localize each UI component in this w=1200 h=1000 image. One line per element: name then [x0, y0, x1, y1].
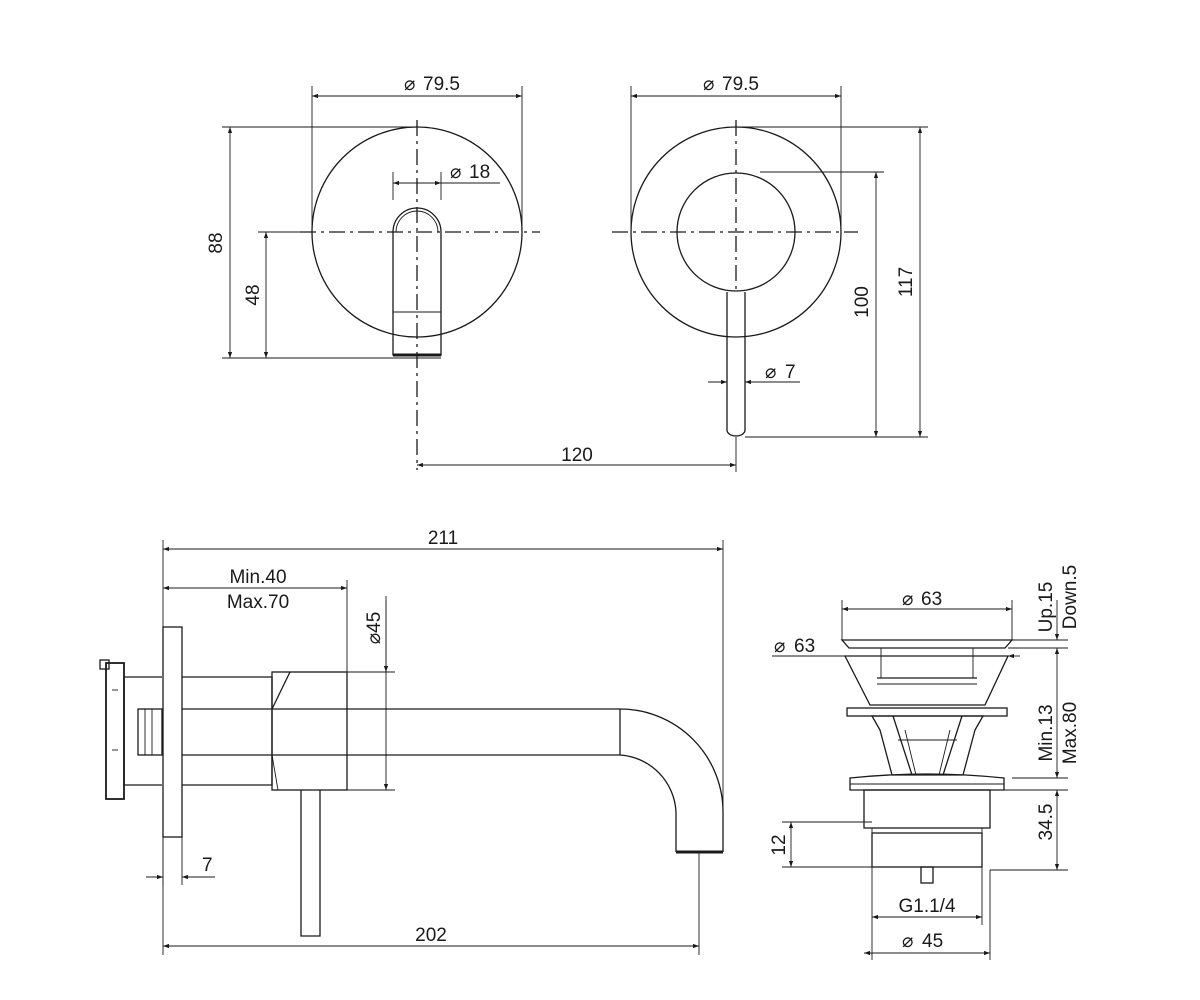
side-body-dia-label: ⌀45	[364, 612, 385, 645]
front-centre-height-label: 48	[243, 284, 264, 305]
side-view: 211 Min.40 Max.70 ⌀45 7 202	[99, 528, 724, 955]
waste-adjust-min-label: Min.13	[1036, 704, 1057, 761]
side-body-dia-value: 45	[364, 612, 385, 633]
side-wall-max-label: Max.70	[227, 592, 289, 613]
side-lever	[300, 790, 321, 937]
rear-plate-dia-label: 79.5	[722, 74, 759, 95]
waste-flange-dia-label: 63	[794, 636, 815, 657]
side-wall-min-label: Min.40	[229, 567, 286, 588]
waste-spring-cage	[870, 715, 985, 776]
side-connector	[137, 708, 163, 756]
waste-flange-dia-symbol: ⌀	[774, 636, 785, 657]
rear-lever-dia-label: 7	[785, 362, 796, 383]
side-plate-thickness-label: 7	[202, 855, 213, 876]
waste-cap-dia-label: 63	[921, 589, 942, 610]
waste-cap	[840, 639, 1014, 649]
waste-cap-dia-symbol: ⌀	[902, 589, 913, 610]
front-height-label: 88	[206, 232, 227, 253]
rear-view: ⌀ 79.5 ⌀ 7 100 117 120	[417, 74, 928, 472]
waste-stroke-down-label: Down.5	[1060, 565, 1081, 629]
front-spout-dia-label: 18	[469, 162, 490, 183]
side-body	[182, 676, 273, 786]
waste-adjust-max-label: Max.80	[1060, 702, 1081, 764]
front-plate-dia-symbol: ⌀	[404, 74, 415, 95]
side-spout-lower	[182, 754, 677, 852]
side-handle-body	[271, 671, 348, 791]
side-wall-box	[105, 662, 125, 800]
waste-body	[863, 789, 991, 829]
waste-view: ⌀ 63 ⌀ 63 Up.15 Down.5 Min.13 Max.80 34.…	[769, 565, 1081, 960]
rear-plate-dia-symbol: ⌀	[703, 74, 714, 95]
side-overall-length-label: 211	[428, 528, 458, 549]
waste-body-upper	[843, 655, 1010, 706]
rear-lever-dia-symbol: ⌀	[765, 362, 776, 383]
side-body-dia-symbol: ⌀	[364, 633, 385, 644]
waste-thread-height-label: 12	[769, 834, 790, 855]
rear-height-100-label: 100	[852, 286, 873, 318]
rear-lever	[726, 292, 746, 437]
front-plate-dia-label: 79.5	[423, 74, 460, 95]
side-spout-upper	[182, 708, 724, 852]
waste-bottom-dia-label: 45	[922, 931, 943, 952]
front-spout-dia-symbol: ⌀	[450, 162, 461, 183]
waste-stroke-up-label: Up.15	[1036, 582, 1057, 633]
waste-thread-label: G1.1/4	[898, 896, 955, 917]
waste-flange	[849, 773, 1005, 791]
waste-thread	[871, 832, 983, 868]
side-spout-reach-label: 202	[415, 925, 447, 946]
waste-body-height-label: 34.5	[1036, 804, 1057, 841]
front-spout	[392, 207, 442, 356]
waste-plate	[846, 707, 1008, 717]
waste-bottom-dia-symbol: ⌀	[902, 931, 913, 952]
centre-distance-label: 120	[561, 445, 593, 466]
front-view: ⌀ 79.5 ⌀ 18 88 48	[206, 74, 540, 470]
side-cover-plate	[162, 626, 183, 838]
rear-height-117-label: 117	[896, 267, 917, 297]
